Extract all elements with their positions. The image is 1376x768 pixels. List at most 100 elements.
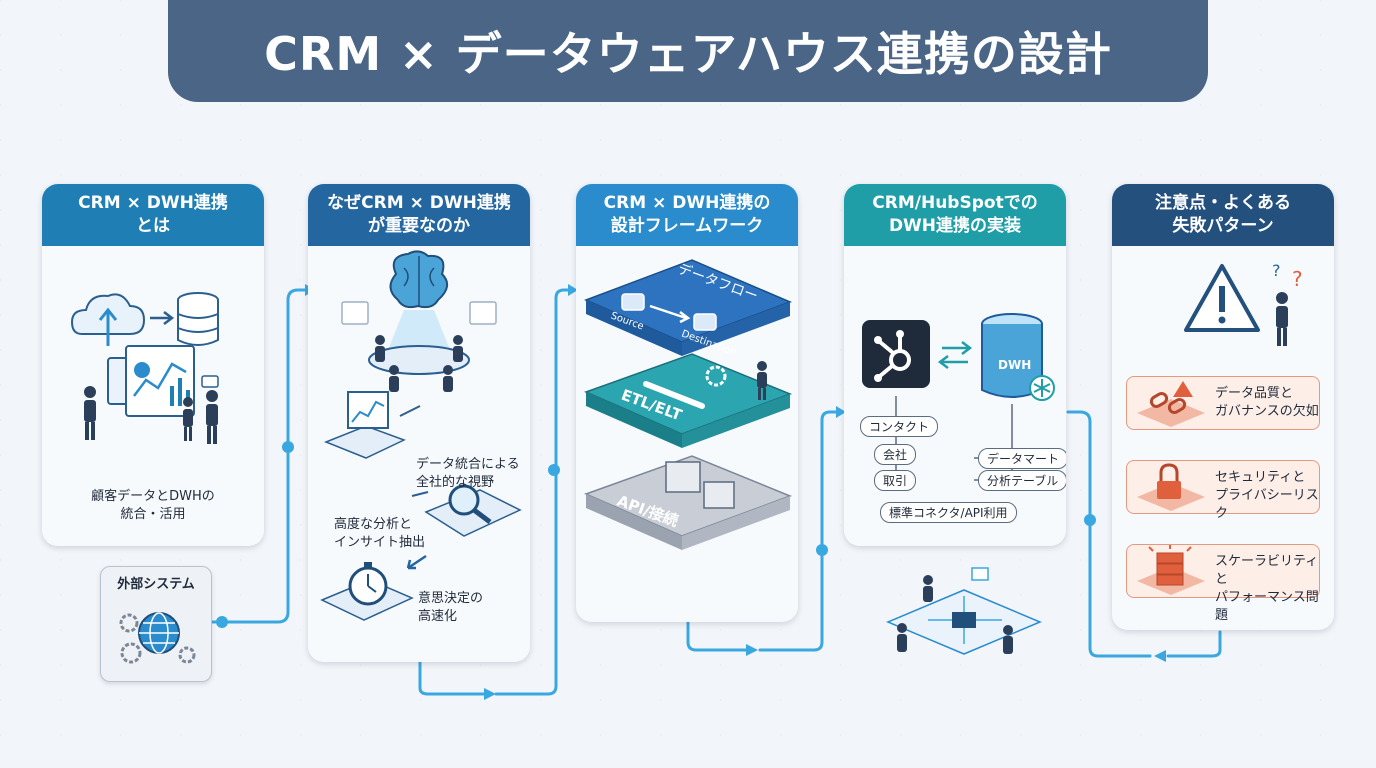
globe-gears-icon <box>119 612 196 664</box>
external-system-box: 外部システム <box>100 566 212 682</box>
team-people-icon <box>897 575 1013 654</box>
warning-triangle-icon <box>1184 264 1260 332</box>
point-line1: 高度な分析と <box>334 517 413 532</box>
pointer-arrow <box>411 491 429 497</box>
caption-line2: 統合・活用 <box>120 507 186 522</box>
external-system-label: 外部システム <box>117 577 195 592</box>
panel-title-line2: 設計フレームワーク <box>610 216 764 236</box>
person-icon <box>183 397 193 441</box>
crm-object-pill: 会社 <box>874 444 917 465</box>
panel-body: データ統合による 全社的な視野 高度な分析と インサイト抽出 意思決定の 高速化 <box>308 246 530 662</box>
crm-object-pill: 取引 <box>874 470 917 491</box>
dwh-output-pill: データマート <box>978 448 1066 469</box>
magnifier-icon <box>424 484 522 537</box>
etl-layer <box>583 353 793 448</box>
warning-card: セキュリティと プライバシーリスク <box>1126 460 1320 521</box>
stopwatch-icon <box>320 562 414 621</box>
server-icon <box>703 481 735 509</box>
panel-header: 注意点・よくある 失敗パターン <box>1112 184 1334 246</box>
pointer-arrow <box>406 554 427 570</box>
panel-header: CRM/HubSpotでの DWH連携の実装 <box>844 184 1066 246</box>
person-icon <box>757 361 767 400</box>
database-icon <box>177 292 219 346</box>
floating-chart-icon <box>341 301 369 325</box>
light-beam <box>388 310 450 350</box>
source-node <box>621 293 645 311</box>
pitfalls-illustration: ? ? <box>1184 261 1303 346</box>
broken-chain-icon <box>1137 381 1205 427</box>
warning-line1: セキュリティと <box>1215 470 1306 485</box>
panel-header: CRM × DWH連携 とは <box>42 184 264 246</box>
panel-title-line1: CRM × DWH連携の <box>603 193 771 213</box>
panel-why-important: なぜCRM × DWH連携 が重要なのか <box>308 184 530 662</box>
panel-design-framework: CRM × DWH連携の 設計フレームワーク <box>576 184 798 622</box>
point-item: 意思決定の 高速化 <box>418 590 483 626</box>
line-chart-icon <box>323 391 406 459</box>
panel-title-line2: 失敗パターン <box>1172 216 1274 236</box>
api-layer <box>583 455 793 550</box>
panel-title-line1: CRM × DWH連携 <box>78 193 228 213</box>
point-line2: 全社的な視野 <box>416 475 495 490</box>
connector-lines <box>895 396 1013 481</box>
point-item: 高度な分析と インサイト抽出 <box>334 516 425 552</box>
server-icon <box>665 461 701 493</box>
server-alert-icon <box>1137 545 1205 595</box>
panel-title-line1: 注意点・よくある <box>1155 193 1291 213</box>
warning-card: データ品質と ガバナンスの欠如 <box>1126 376 1320 430</box>
chat-bubble-icon <box>201 375 219 388</box>
panel-caption: 顧客データとDWHの 統合・活用 <box>42 488 264 524</box>
sync-arrows-icon <box>937 341 973 369</box>
chip-icon <box>952 612 976 628</box>
why-illustration <box>320 250 522 621</box>
network-hub-illustration <box>886 567 1042 655</box>
panel-title-line2: が重要なのか <box>368 216 470 236</box>
padlock-icon <box>1137 463 1205 511</box>
person-icon <box>206 390 218 444</box>
cloud-upload-icon <box>70 293 146 346</box>
question-mark-icon: ? <box>1272 261 1281 280</box>
panel-pitfalls: 注意点・よくある 失敗パターン ? ? <box>1112 184 1334 630</box>
layer-stack-illustration <box>583 259 793 550</box>
point-line2: インサイト抽出 <box>334 535 426 550</box>
panel-title-line1: なぜCRM × DWH連携 <box>327 193 511 213</box>
warning-line2: パフォーマンス問題 <box>1215 590 1319 623</box>
panel-hubspot-implementation: CRM/HubSpotでの DWH連携の実装 DWH コンタクト 会社 取引 <box>844 184 1066 546</box>
point-line2: 高速化 <box>418 609 458 624</box>
crm-object-pill: コンタクト <box>860 416 939 437</box>
panel-body: ? ? データ品質と ガバナンスの欠如 セキュリティと プラ <box>1112 246 1334 630</box>
warning-card: スケーラビリティと パフォーマンス問題 <box>1126 544 1320 623</box>
hubspot-logo-icon <box>862 320 930 388</box>
panel-body: 顧客データとDWHの 統合・活用 <box>42 246 264 546</box>
connector-pill: 標準コネクタ/API利用 <box>880 502 1017 523</box>
caption-line1: 顧客データとDWHの <box>91 489 215 504</box>
question-mark-icon: ? <box>1292 267 1303 291</box>
confused-person-icon <box>1276 292 1288 346</box>
dashboard-screens-icon <box>107 345 195 417</box>
crm-dwh-illustration <box>70 292 219 444</box>
destination-node <box>693 313 717 331</box>
floating-chart-icon <box>971 567 989 581</box>
pointer-arrow <box>399 405 421 417</box>
panel-header: なぜCRM × DWH連携 が重要なのか <box>308 184 530 246</box>
warning-line1: スケーラビリティと <box>1215 554 1319 587</box>
brain-icon <box>389 250 449 309</box>
warning-line2: プライバシーリスク <box>1215 488 1319 521</box>
panel-body: データフロー Source Destination ETL/ELT API/接続 <box>576 246 798 622</box>
pipeline-icon <box>643 381 705 409</box>
panel-what-is: CRM × DWH連携 とは <box>42 184 264 546</box>
warning-line2: ガバナンスの欠如 <box>1215 404 1319 419</box>
page-title: CRM × データウェアハウス連携の設計 <box>264 27 1112 81</box>
hubspot-dwh-illustration <box>862 313 1055 481</box>
panel-header: CRM × DWH連携の 設計フレームワーク <box>576 184 798 246</box>
floating-chart-icon <box>469 301 497 325</box>
point-line1: データ統合による <box>416 457 520 472</box>
warning-line1: データ品質と <box>1215 386 1294 401</box>
team-people-icon <box>375 335 463 392</box>
panel-title-line2: とは <box>136 216 170 236</box>
point-line1: 意思決定の <box>418 591 484 606</box>
dataflow-layer <box>584 259 793 356</box>
panel-body: DWH コンタクト 会社 取引 データマート 分析テーブル 標準コネクタ/API… <box>844 246 1066 546</box>
panel-title-line1: CRM/HubSpotでの <box>872 193 1038 213</box>
dwh-output-pill: 分析テーブル <box>978 470 1066 491</box>
arrow-right-icon <box>150 311 175 325</box>
